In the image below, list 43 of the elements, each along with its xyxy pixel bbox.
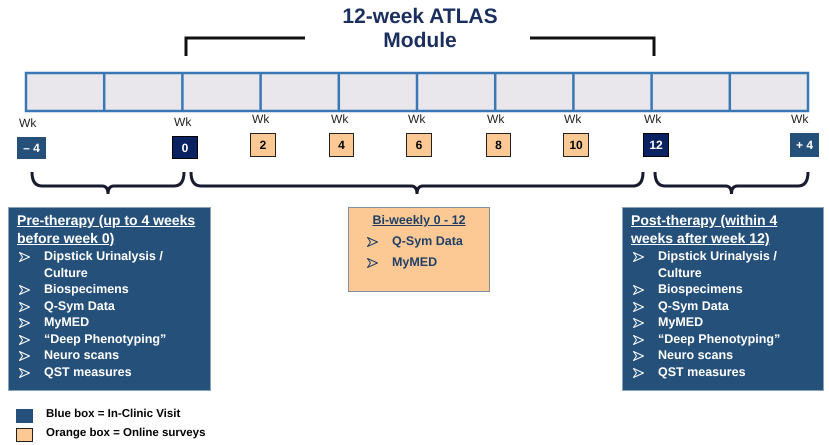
- list-item: Q-Sym Data: [658, 298, 729, 314]
- week-marker: – 4: [17, 137, 46, 159]
- list-item: QST measures: [44, 364, 132, 380]
- week-marker: 12: [643, 133, 669, 157]
- panel-heading: Post-therapy (within 4 weeks after week 12): [631, 211, 778, 247]
- week-label: Wk: [487, 112, 504, 126]
- list-item: QST measures: [658, 364, 746, 380]
- list-item: MyMED: [392, 254, 438, 270]
- week-label: Wk: [408, 112, 426, 126]
- week-marker: 6: [406, 133, 432, 157]
- list-item: “Deep Phenotyping”: [658, 330, 780, 347]
- list-item: Neuro scans: [44, 347, 120, 364]
- list-item: Biospecimens: [658, 281, 743, 298]
- week-label: Wk: [19, 116, 36, 130]
- panel-heading: Bi-weekly 0 - 12: [371, 212, 467, 229]
- week-marker: 10: [563, 133, 589, 157]
- week-marker: 8: [486, 133, 511, 157]
- info-panel: [622, 207, 824, 391]
- panel-heading: Pre-therapy (up to 4 weeks before week 0): [17, 211, 196, 247]
- week-label: Wk: [252, 112, 270, 126]
- list-item: Q-Sym Data: [392, 233, 463, 250]
- week-marker: 0: [172, 136, 198, 159]
- info-panel: [348, 207, 490, 292]
- list-item: Q-Sym Data: [44, 298, 115, 314]
- week-label: Wk: [564, 112, 582, 126]
- list-item: Neuro scans: [658, 347, 734, 364]
- list-item: Biospecimens: [44, 281, 129, 298]
- legend-label: Orange box = Online surveys: [46, 427, 206, 439]
- week-label: Wk: [791, 112, 808, 126]
- legend-label: Blue box = In-Clinic Visit: [46, 408, 180, 420]
- week-label: Wk: [644, 112, 662, 126]
- list-item: Dipstick Urinalysis / Culture: [44, 248, 164, 281]
- title: 12-week ATLAS Module: [341, 5, 499, 53]
- week-label: Wk: [174, 115, 192, 129]
- info-panel: [8, 207, 211, 391]
- list-item: Dipstick Urinalysis / Culture: [658, 248, 778, 281]
- list-item: MyMED: [658, 314, 704, 330]
- week-marker: 4: [329, 133, 354, 157]
- week-label: Wk: [331, 112, 348, 126]
- week-marker: 2: [250, 133, 276, 157]
- list-item: MyMED: [44, 314, 90, 330]
- list-item: “Deep Phenotyping”: [44, 330, 166, 347]
- week-marker: + 4: [790, 133, 819, 157]
